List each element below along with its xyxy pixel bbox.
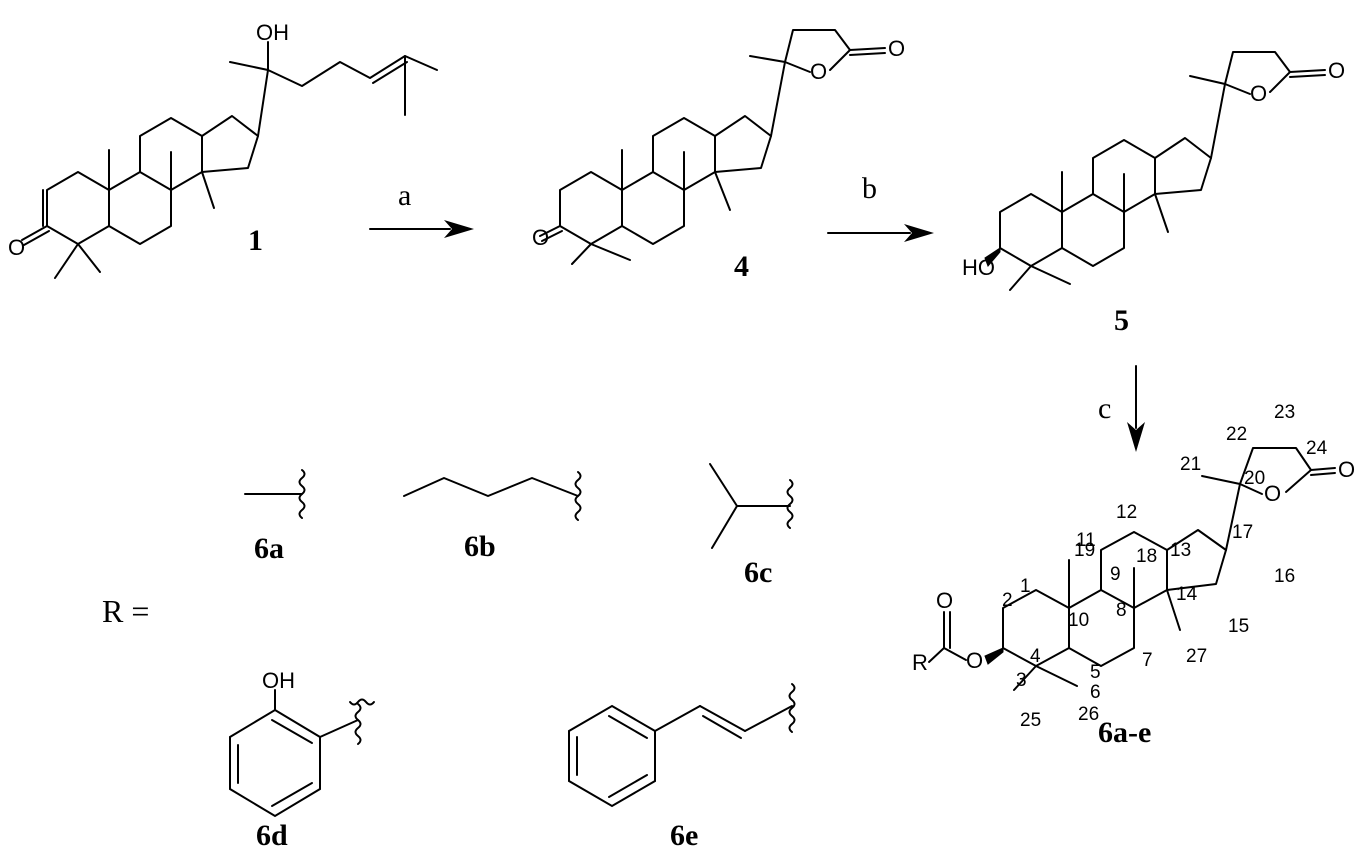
atom-number-19: 19 — [1074, 540, 1095, 561]
c1-ketone-oxygen: O — [8, 235, 25, 260]
reaction-arrow-b — [827, 224, 934, 242]
r-group-6d-structure — [229, 689, 375, 818]
r-group-6d-hydroxyl: OH — [262, 668, 295, 693]
atom-number-27: 27 — [1186, 646, 1207, 667]
compound-4-structure — [539, 29, 886, 265]
atom-number-9: 9 — [1110, 564, 1121, 585]
atom-number-15: 15 — [1228, 616, 1249, 637]
step-c-label: c — [1098, 392, 1111, 425]
atom-number-22: 22 — [1226, 424, 1247, 445]
atom-number-25: 25 — [1020, 710, 1041, 731]
atom-number-20: 20 — [1244, 468, 1265, 489]
r-group-6e-label: 6e — [670, 819, 698, 852]
atom-number-16: 16 — [1274, 566, 1295, 587]
atom-number-21: 21 — [1180, 454, 1201, 475]
c5-lactone-ring-oxygen: O — [1250, 81, 1267, 106]
atom-number-8: 8 — [1116, 600, 1127, 621]
c6-ester-carbonyl-oxygen: O — [936, 588, 953, 613]
c4-lactone-ring-oxygen: O — [810, 59, 827, 84]
r-group-6b-structure — [403, 471, 582, 521]
atom-number-2: 2 — [1002, 590, 1013, 611]
r-group-6e-structure — [568, 683, 796, 808]
compound-5-label: 5 — [1114, 304, 1129, 337]
c6-lactone-ring-oxygen: O — [1264, 481, 1281, 506]
c4-lactone-carbonyl-oxygen: O — [888, 36, 905, 61]
atom-number-3: 3 — [1016, 670, 1027, 691]
atom-number-24: 24 — [1306, 438, 1328, 459]
r-group-6d-label: 6d — [256, 819, 288, 852]
r-group-6c-label: 6c — [744, 556, 772, 589]
c6-lactone-carbonyl-oxygen: O — [1338, 457, 1355, 482]
c6-ester-oxygen: O — [966, 648, 983, 673]
c5-lactone-carbonyl-oxygen: O — [1328, 58, 1345, 83]
reaction-arrow-c — [1127, 365, 1145, 452]
compound-1-label: 1 — [248, 224, 263, 257]
reaction-arrow-a — [369, 220, 474, 238]
c1-hydroxyl-label: OH — [256, 20, 289, 45]
atom-number-14: 14 — [1176, 584, 1198, 605]
compound-6-structure — [928, 447, 1336, 691]
r-group-6a-label: 6a — [254, 532, 284, 565]
c6-r-substituent: R — [912, 650, 928, 675]
r-equals-label: R = — [102, 593, 149, 629]
r-group-6b-label: 6b — [464, 530, 496, 563]
r-group-6a-structure — [244, 469, 306, 519]
atom-number-23: 23 — [1274, 402, 1295, 423]
step-b-label: b — [862, 172, 877, 205]
c4-ketone-oxygen: O — [532, 225, 549, 250]
atom-number-4: 4 — [1030, 646, 1041, 667]
compound-5-structure — [984, 51, 1326, 291]
compound-1-structure — [21, 41, 438, 279]
atom-number-13: 13 — [1170, 540, 1191, 561]
atom-number-5: 5 — [1090, 662, 1101, 683]
atom-number-10: 10 — [1068, 610, 1089, 631]
compound-4-label: 4 — [734, 250, 749, 283]
atom-number-11: 11 — [1076, 530, 1096, 551]
r-group-6c-structure — [709, 463, 794, 549]
atom-number-18: 18 — [1136, 546, 1157, 567]
atom-number-1: 1 — [1020, 576, 1031, 597]
atom-number-12: 12 — [1116, 502, 1137, 523]
compound-6a-e-label: 6a-e — [1098, 716, 1151, 749]
atom-number-6: 6 — [1090, 682, 1101, 703]
step-a-label: a — [398, 179, 411, 212]
c5-hydroxyl-label: HO — [962, 255, 995, 280]
atom-number-17: 17 — [1232, 522, 1253, 543]
atom-number-7: 7 — [1142, 650, 1153, 671]
atom-number-26: 26 — [1078, 704, 1099, 725]
